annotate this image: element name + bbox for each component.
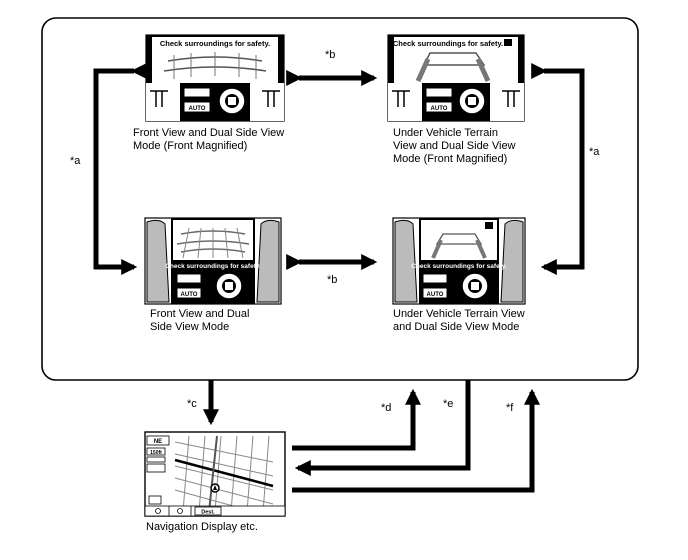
auto-label: AUTO — [181, 292, 198, 298]
nav-compass: NE — [154, 439, 162, 445]
screen-front-dual: Check surroundings for safety. AUTO — [144, 217, 282, 305]
check-surroundings-text: Check surroundings for safety. — [393, 39, 503, 48]
screen-under-magnified: Check surroundings for safety. AUTO — [387, 34, 525, 122]
screen-navigation: NE 150ft Dest. — [144, 431, 286, 517]
check-surroundings-text: Check surroundings for safety. — [160, 39, 270, 48]
caption-under-dual: Under Vehicle Terrain View and Dual Side… — [393, 308, 525, 333]
arrow-a-right — [531, 62, 585, 276]
arrow-e — [294, 380, 471, 477]
label-a-left: *a — [70, 155, 81, 167]
label-f: *f — [506, 402, 514, 414]
arrow-a-left — [93, 62, 147, 276]
label-b-bottom: *b — [327, 274, 337, 286]
auto-label: AUTO — [431, 106, 448, 112]
label-e: *e — [443, 398, 453, 410]
caption-under-magnified: Under Vehicle Terrain View and Dual Side… — [393, 127, 516, 165]
label-d: *d — [381, 402, 391, 414]
arrow-f — [292, 388, 541, 493]
modes-frame — [41, 17, 639, 381]
check-surroundings-text: Check surroundings for safety. — [165, 263, 261, 270]
label-c: *c — [187, 398, 197, 410]
screen-front-magnified: Check surroundings for safety. AUTO — [145, 34, 285, 122]
caption-front-magnified: Front View and Dual Side View Mode (Fron… — [133, 127, 285, 152]
caption-navigation: Navigation Display etc. — [146, 521, 258, 533]
caption-front-dual: Front View and Dual Side View Mode — [150, 308, 250, 333]
screen-under-dual: Check surroundings for safety. AUTO — [392, 217, 526, 305]
auto-label: AUTO — [189, 106, 206, 112]
nav-dest-button: Dest. — [201, 510, 215, 516]
label-a-right: *a — [589, 146, 600, 158]
label-b-top: *b — [325, 49, 335, 61]
arrow-d — [292, 388, 422, 451]
auto-label: AUTO — [427, 292, 444, 298]
check-surroundings-text: Check surroundings for safety. — [411, 263, 507, 270]
nav-scale: 150ft — [150, 450, 162, 456]
